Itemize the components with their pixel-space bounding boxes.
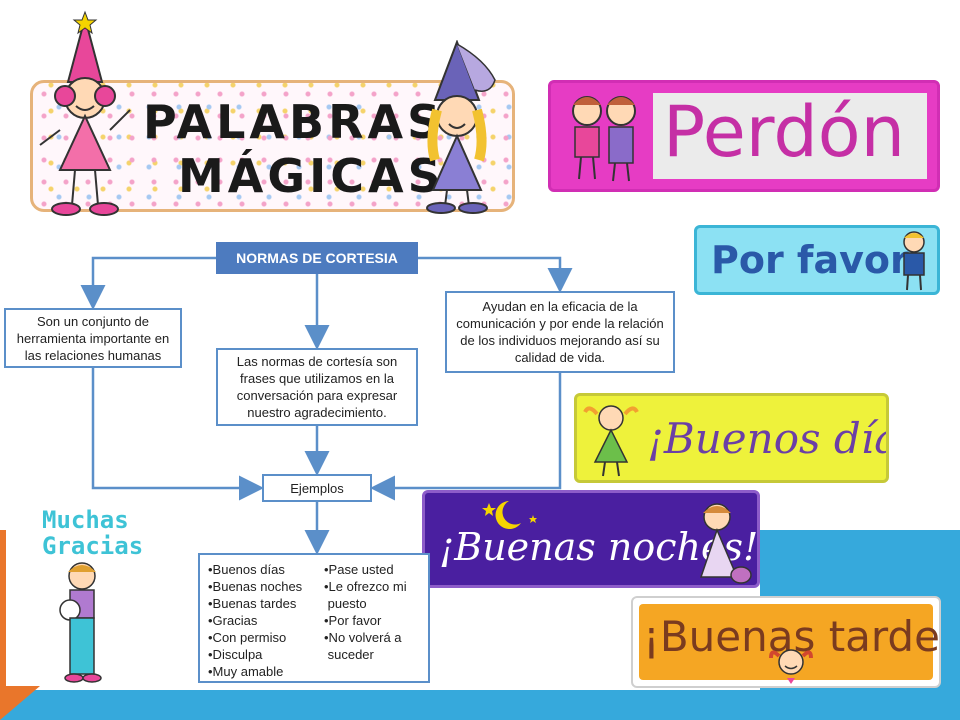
examples-list-box: •Buenos días •Buenas noches •Buenas tardes… (198, 553, 430, 683)
example-item: suceder (324, 647, 374, 662)
definition-box: Son un conjunto de herramienta important… (4, 308, 182, 368)
benefits-box: Ayudan en la eficacia de la comunicación… (445, 291, 675, 373)
buenas-noches-text: ¡Buenas noches! (439, 525, 759, 569)
example-item: •Buenas tardes (208, 596, 297, 611)
example-item: •Gracias (208, 613, 258, 628)
girl-head-figure-icon (769, 649, 813, 684)
perdon-text: Perdón (663, 91, 905, 173)
example-item: •Con permiso (208, 630, 287, 645)
example-item: •Por favor (324, 613, 382, 628)
boy-figure-icon (903, 231, 925, 291)
example-item: •No volverá a (324, 630, 402, 645)
muchas-gracias-line-1: Muchas (42, 506, 129, 534)
title-line-1: PALABRAS (143, 95, 445, 149)
buenos-dias-text: ¡Buenos días! (647, 414, 886, 463)
example-item: •Le ofrezco mi (324, 579, 407, 594)
background-orange-strip (0, 530, 6, 690)
sleepy-girl-figure-icon (699, 503, 752, 584)
buenos-dias-card: ¡Buenos días! (574, 393, 889, 483)
title-line-2: MÁGICAS (178, 149, 445, 203)
example-item: •Muy amable (208, 664, 284, 679)
example-item: •Disculpa (208, 647, 263, 662)
diagram-header-box: NORMAS DE CORTESIA (216, 242, 418, 274)
perdon-card: Perdón (548, 80, 940, 192)
muchas-gracias-line-2: Gracias (42, 532, 144, 560)
description-box: Las normas de cortesía son frases que ut… (216, 348, 418, 426)
examples-column-1: •Buenos días •Buenas noches •Buenas tardes… (208, 561, 302, 680)
buenas-tardes-card: ¡Buenas tardes! (631, 596, 941, 688)
moon-stars-icon (482, 501, 537, 529)
buenas-noches-card: ¡Buenas noches! (422, 490, 760, 588)
witch-figure-icon (426, 40, 496, 214)
example-item: •Buenos días (208, 562, 285, 577)
title-banner: PALABRAS MÁGICAS (30, 80, 515, 212)
examples-label-box: Ejemplos (262, 474, 372, 502)
por-favor-text: Por favor (711, 238, 909, 282)
princess-figure-icon (39, 10, 131, 216)
por-favor-card: Por favor (694, 225, 940, 295)
examples-column-2: •Pase usted •Le ofrezco mi puesto •Por fav… (324, 561, 407, 663)
girl-with-ball-figure-icon (59, 562, 102, 683)
kids-hugging-figure-icon (572, 96, 636, 182)
example-item: •Buenas noches (208, 579, 303, 594)
example-item: puesto (324, 596, 367, 611)
background-bottom-band (0, 690, 960, 720)
girl-figure-icon (583, 405, 639, 477)
perdon-card-panel (653, 93, 927, 179)
example-item: •Pase usted (324, 562, 394, 577)
